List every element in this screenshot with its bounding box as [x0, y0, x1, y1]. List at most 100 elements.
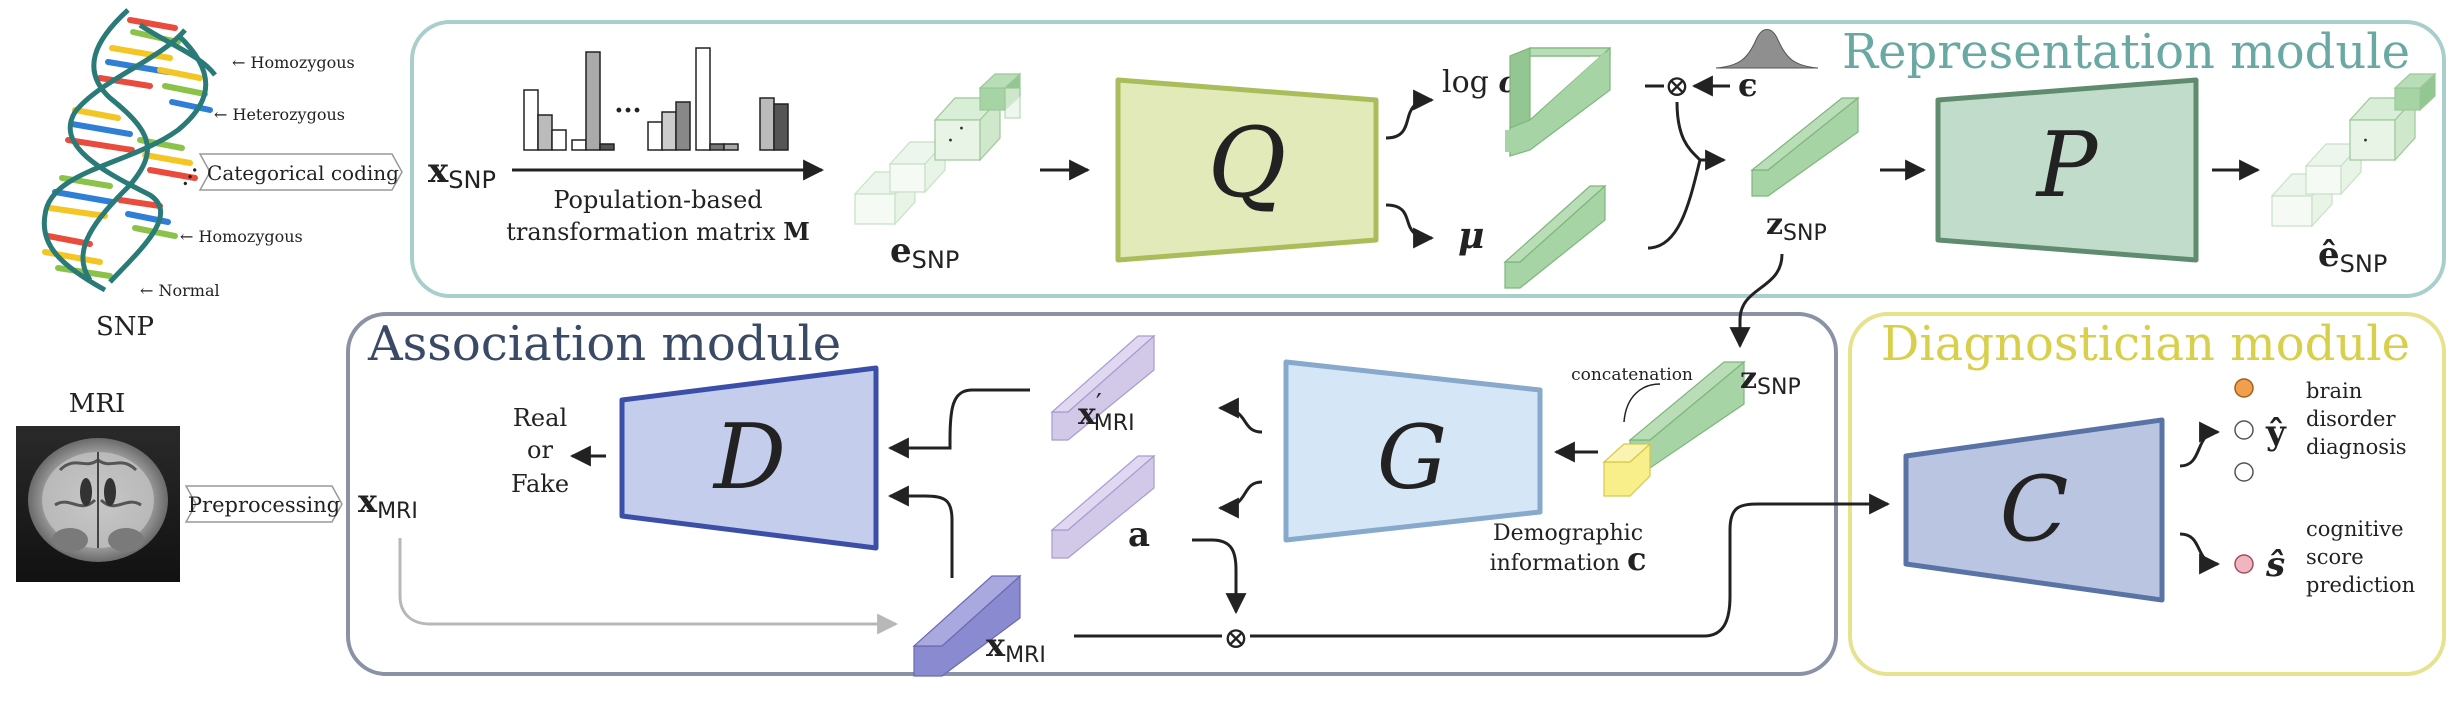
mu-symbol: μ	[1458, 215, 1484, 257]
p-decoder	[1935, 77, 2199, 263]
snp-label-homozygous-2: ← Homozygous	[180, 227, 303, 246]
categorical-coding-label: Categorical coding	[207, 161, 399, 185]
association-module-frame	[346, 312, 1838, 676]
attention-a-symbol: a	[1128, 515, 1150, 555]
yhat-symbol: ŷ	[2265, 413, 2287, 453]
pop-bar-11	[709, 143, 725, 151]
concatenation-pointer	[1623, 383, 1661, 423]
xprime-mri-block	[1050, 334, 1156, 441]
matrix-label-line2: transformation matrix M	[506, 217, 810, 246]
attention-a-block	[1050, 454, 1156, 559]
snp-label-homozygous-1: ← Homozygous	[232, 53, 355, 72]
pop-bar-4	[571, 139, 587, 151]
diagnostician-module-frame	[1848, 312, 2446, 676]
arrow-c-to-yhat	[2179, 421, 2221, 468]
population-bar-chart	[523, 47, 789, 151]
merge-brace	[1647, 101, 1724, 250]
arrow-z-to-association	[1729, 253, 1784, 349]
ehat-snp-symbol: êSNP	[2318, 235, 2387, 278]
q-encoder	[1115, 77, 1379, 263]
z-snp-symbol-assoc: zSNP	[1740, 361, 1801, 400]
dna-helix	[41, 8, 217, 293]
arrow-c-to-shat	[2179, 532, 2221, 575]
cognitive-line2: score	[2306, 545, 2364, 569]
shat-symbol: ŝ	[2265, 545, 2285, 585]
snp-label-heterozygous: ← Heterozygous	[214, 105, 345, 124]
pop-bar-14	[773, 103, 789, 151]
x-mri-symbol-left: xMRI	[358, 482, 418, 524]
pop-bar-10	[695, 47, 711, 151]
xprime-mri-symbol: x′MRI	[1078, 389, 1135, 436]
ehat-snp-blocks	[2270, 72, 2437, 228]
arrow-q-to-logsigma	[1385, 89, 1435, 140]
arrow-xmri-to-d	[887, 485, 954, 578]
g-generator	[1283, 359, 1543, 543]
cognitive-dot	[2234, 554, 2254, 574]
pop-bar-5	[585, 51, 601, 151]
pop-bar-7	[647, 121, 663, 151]
pop-bar-1	[523, 89, 539, 151]
or-label: or	[527, 436, 553, 464]
fake-label: Fake	[511, 470, 569, 498]
real-label: Real	[513, 404, 567, 432]
arrow-a-to-otimes	[1192, 538, 1247, 615]
d-discriminator-label: D	[712, 405, 786, 510]
concatenation-label: concatenation	[1571, 365, 1693, 385]
matrix-label-line1: Population-based	[553, 186, 762, 214]
mri-brain-image	[16, 426, 180, 582]
pop-bar-2	[537, 114, 553, 151]
x-mri-block	[912, 574, 1022, 677]
pop-bar-8	[661, 111, 677, 151]
demographic-c-block	[1602, 442, 1652, 497]
association-module-title: Association module	[367, 316, 841, 372]
diagnosis-dot-3	[2234, 462, 2254, 482]
p-decoder-label: P	[2035, 113, 2099, 218]
e-snp-symbol: eSNP	[890, 231, 959, 274]
representation-module-frame	[410, 20, 2446, 298]
mu-block	[1503, 184, 1607, 289]
preprocessing-label: Preprocessing	[188, 493, 340, 517]
e-snp-dots: ·	[947, 129, 954, 154]
preprocessing-tag	[184, 485, 343, 523]
x-mri-symbol-bottom: xMRI	[986, 626, 1046, 668]
c-classifier	[1903, 417, 2165, 603]
representation-module-title: Representation module	[1842, 24, 2410, 80]
c-classifier-label: C	[2000, 457, 2069, 562]
snp-label-normal: ← Normal	[140, 281, 220, 300]
pop-bar-13	[759, 97, 775, 151]
snp-caption: SNP	[96, 312, 154, 342]
mri-caption: MRI	[69, 389, 125, 419]
arrow-xprime-to-d	[887, 388, 1030, 459]
diagnosis-dot-1	[2234, 378, 2254, 398]
pop-bar-3	[551, 129, 567, 151]
d-discriminator	[619, 365, 879, 551]
diagnosis-line2: disorder	[2306, 407, 2396, 431]
gaussian-noise-icon	[1715, 29, 1819, 69]
arrow-q-to-mu	[1385, 203, 1435, 249]
arrow-g-to-a	[1217, 480, 1263, 519]
cognitive-line3: prediction	[2306, 573, 2415, 597]
demographic-line1: Demographic	[1493, 521, 1643, 546]
g-generator-label: G	[1377, 406, 1447, 509]
z-snp-symbol-top: zSNP	[1766, 207, 1827, 246]
diagnosis-line3: diagnosis	[2306, 435, 2407, 459]
otimes-attention: ⊗	[1223, 621, 1248, 656]
pop-bar-6	[599, 143, 615, 151]
e-snp-dots-2: ·	[958, 117, 965, 142]
arrow-otimes-to-c	[1250, 493, 1891, 638]
otimes-reparam: ⊗	[1664, 69, 1689, 104]
ehat-snp-dots: ·	[2362, 129, 2369, 154]
log-sigma-block	[1505, 46, 1611, 157]
gray-arrow-xmri	[398, 538, 899, 635]
z-snp-block	[1750, 96, 1860, 197]
arrow-g-to-xprime	[1217, 397, 1263, 434]
diagnosis-dot-2	[2234, 420, 2254, 440]
diagnostician-module-title: Diagnostician module	[1881, 316, 2410, 372]
pop-bar-9	[675, 101, 691, 151]
diagnosis-line1: brain	[2306, 379, 2362, 403]
e-snp-blocks	[853, 72, 1022, 226]
x-snp-symbol: xSNP	[428, 151, 496, 194]
population-ellipsis: ...	[614, 89, 641, 119]
pop-bar-12	[723, 143, 739, 151]
